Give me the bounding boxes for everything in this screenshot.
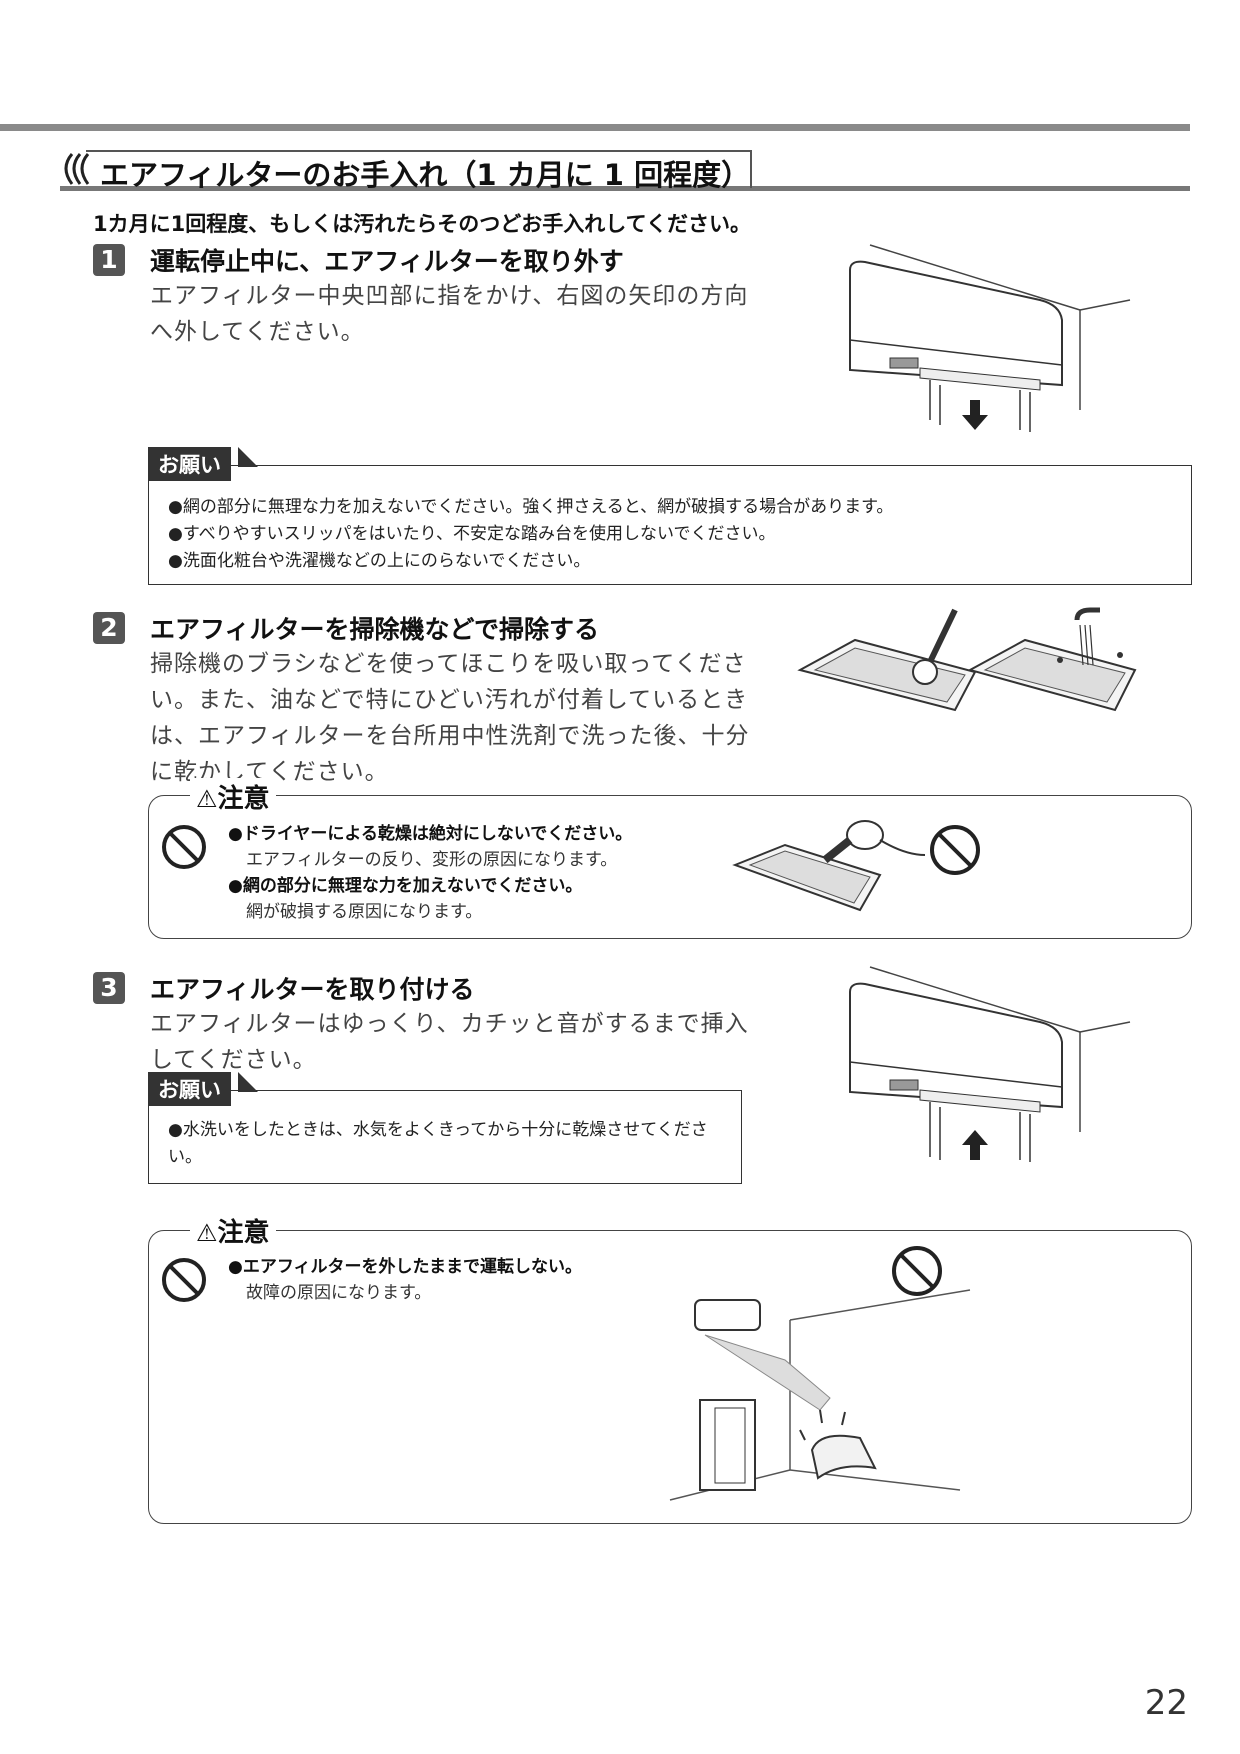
caution-list-1: ●ドライヤーによる乾燥は絶対にしないでください。 エアフィルターの反り、変形の原… [228,821,632,925]
step-1-body: エアフィルター中央凹部に指をかけ、右図の矢印の方向へ外してください。 [150,283,749,345]
ac-unit-remove-filter-illustration [849,244,1131,432]
list-item: ●洗面化粧台や洗濯機などの上にのらないでください。 [168,551,591,571]
section-rule [60,186,1190,191]
caution-box-2 [148,1230,1192,1524]
prohibition-icon [162,825,206,869]
list-item: ●すべりやすいスリッパをはいたり、不安定な踏み台を使用しないでください。 [168,524,776,544]
warning-triangle-icon: ⚠ [196,1219,218,1247]
caution-item-sub: エアフィルターの反り、変形の原因になります。 [246,850,618,870]
caution-title-1: ⚠注意 [190,778,276,815]
tab-corner [238,447,258,467]
caution-item-head: ●網の部分に無理な力を加えないでください。 [228,876,583,896]
caution-label-1: 注意 [217,784,270,814]
page-number: 22 [1144,1683,1188,1723]
hair-dryer-filter-illustration [732,820,926,912]
warning-triangle-icon: ⚠ [196,785,218,813]
step-1-title: 運転停止中に、エアフィルターを取り外す [150,247,624,276]
step-2-body: 掃除機のブラシなどを使ってほこりを吸い取ってください。また、油などで特にひどい汚… [150,651,750,785]
caution-item-sub: 網が破損する原因になります。 [246,902,483,922]
request-box-2 [148,1090,742,1184]
step-1-number: 1 [93,244,125,276]
request-list-1: ●網の部分に無理な力を加えないでください。強く押さえると、網が破損する場合があり… [168,494,893,575]
caution-label-2: 注意 [217,1218,270,1248]
prohibition-icon [162,1258,206,1302]
section-title-frame [86,150,752,188]
step-2-title: エアフィルターを掃除機などで掃除する [150,615,600,644]
caution-title-2: ⚠注意 [190,1212,276,1249]
top-rule [0,124,1190,131]
request-label-1: お願い [148,447,231,481]
caution-list-2: ●エアフィルターを外したままで運転しない。 故障の原因になります。 [228,1254,582,1306]
section-arcs-icon [64,153,90,185]
list-item: ●網の部分に無理な力を加えないでください。強く押さえると、網が破損する場合があり… [168,497,894,517]
step-3-body: エアフィルターはゆっくり、カチッと音がするまで挿入してください。 [150,1011,749,1073]
request-box-1 [148,465,1192,585]
caution-box-1 [148,795,1192,939]
request-label-2: お願い [148,1072,231,1106]
caution-item-sub: 故障の原因になります。 [246,1283,432,1303]
arrow-up-icon [962,1130,988,1160]
request-list-2: ●水洗いをしたときは、水気をよくきってから十分に乾燥させてください。 [168,1117,728,1171]
tab-corner [238,1072,258,1092]
caution-item-head: ●ドライヤーによる乾燥は絶対にしないでください。 [228,824,633,844]
prohibition-icon [930,825,980,875]
arrow-down-icon [962,400,988,430]
room-dust-illustration [669,1289,971,1501]
caution-item-head: ●エアフィルターを外したままで運転しない。 [228,1257,582,1277]
step-3-number: 3 [93,972,125,1004]
ac-unit-insert-filter-illustration [849,966,1131,1162]
prohibition-icon [892,1246,942,1296]
filter-cleaning-illustration [797,607,1137,712]
step-2-number: 2 [93,612,125,644]
list-item: ●水洗いをしたときは、水気をよくきってから十分に乾燥させてください。 [168,1120,708,1167]
section-title: エアフィルターのお手入れ（1 カ月に 1 回程度） [100,158,751,192]
step-3-title: エアフィルターを取り付ける [150,975,475,1004]
section-intro: 1カ月に1回程度、もしくは汚れたらそのつどお手入れしてください。 [93,212,751,236]
